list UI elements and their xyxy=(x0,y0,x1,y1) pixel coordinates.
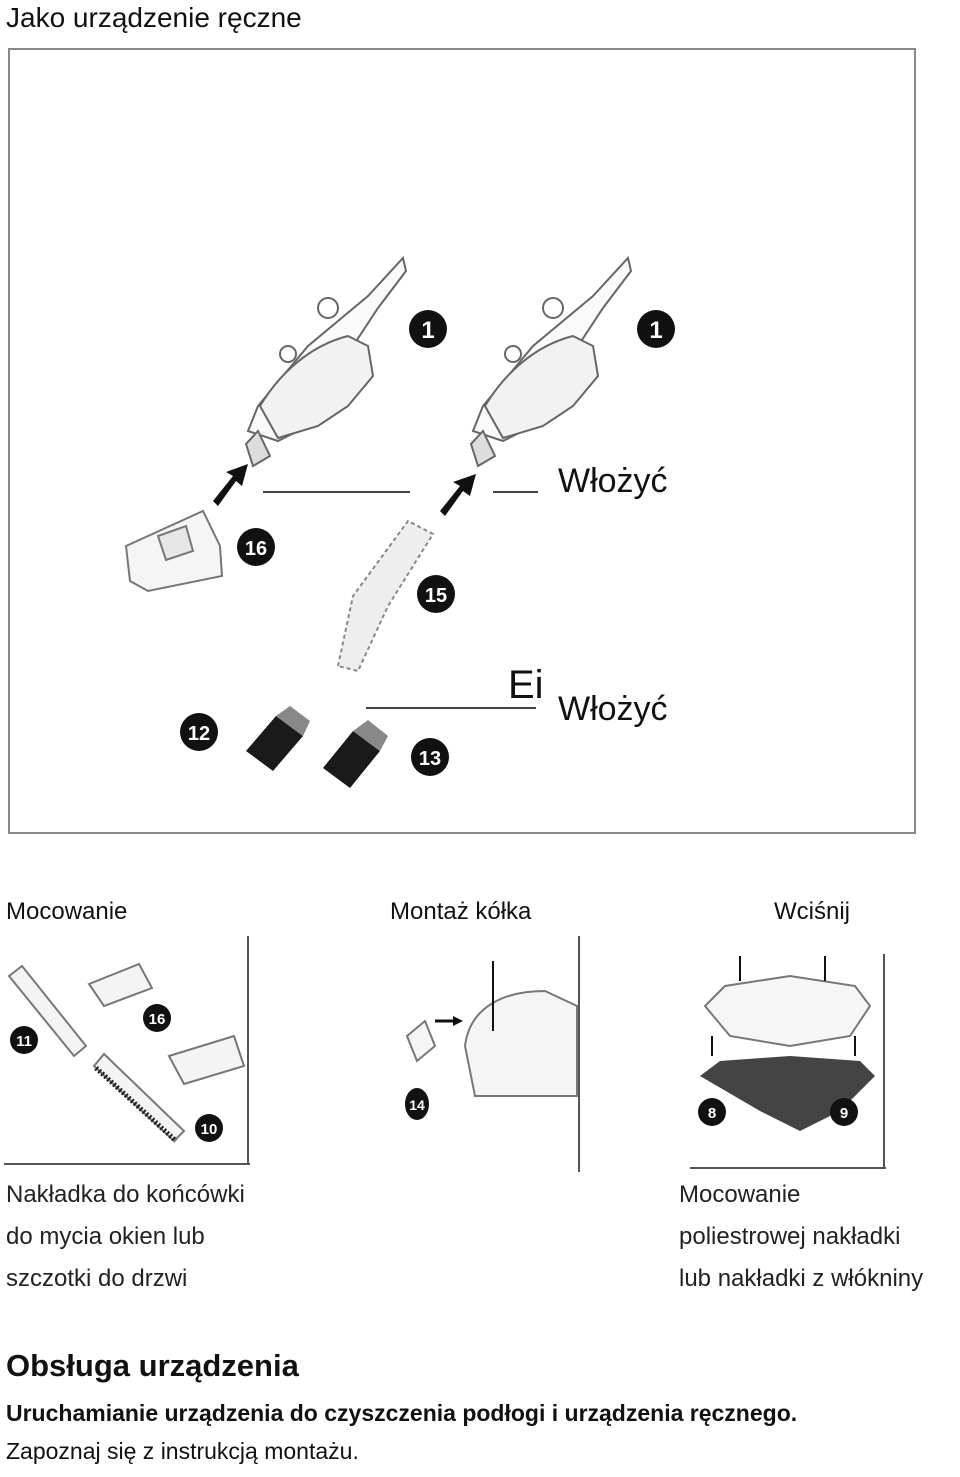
pad-holder-bottom xyxy=(167,1034,246,1086)
insert-arrow-right xyxy=(440,474,476,516)
figure-frame xyxy=(8,48,916,834)
badge-text: 15 xyxy=(425,585,447,607)
svg-text:16: 16 xyxy=(149,1011,166,1028)
number-badge-16: 16 xyxy=(237,528,275,566)
description-line: Mocowanie xyxy=(679,1181,801,1208)
fragment-text: Ei xyxy=(508,663,544,707)
description-right: Mocowanie poliestrowej nakładki lub nakł… xyxy=(679,1174,959,1300)
badge-text: 1 xyxy=(649,317,662,344)
badge-text: 1 xyxy=(421,317,434,344)
label-press: Wciśnij xyxy=(774,898,850,925)
insert-arrow-left xyxy=(213,464,248,506)
description-line: lub nakładki z włókniny xyxy=(679,1265,924,1292)
round-brush-13: 13 xyxy=(323,720,449,788)
floor-head xyxy=(463,989,578,1097)
badge-text: 16 xyxy=(245,538,267,560)
svg-text:8: 8 xyxy=(708,1105,716,1122)
main-illustration: 1 1 16 15 12 xyxy=(8,48,916,834)
number-badge-15: 15 xyxy=(417,575,455,613)
window-squeegee xyxy=(7,964,88,1058)
press-illustration: 8 9 xyxy=(690,954,886,1169)
svg-text:10: 10 xyxy=(201,1121,218,1138)
page-title: Jako urządzenie ręczne xyxy=(6,2,302,33)
section-subtitle: Uruchamianie urządzenia do czyszczenia p… xyxy=(6,1400,798,1426)
badge-text: 13 xyxy=(419,748,441,770)
handheld-device-left xyxy=(244,255,408,468)
number-badge-1-left: 1 xyxy=(409,310,447,348)
flexible-nozzle-attachment xyxy=(336,519,435,673)
window-pad-attachment xyxy=(124,509,224,593)
description-line: do mycia okien lub xyxy=(6,1223,205,1250)
description-line: Nakładka do końcówki xyxy=(6,1181,245,1208)
description-line: poliestrowej nakładki xyxy=(679,1223,901,1250)
door-brush xyxy=(92,1052,186,1143)
section-body: Zapoznaj się z instrukcją montażu. xyxy=(6,1438,359,1464)
round-brush-12: 12 xyxy=(180,706,310,771)
label-wheel-mount: Montaż kółka xyxy=(390,898,532,925)
badge-text: 12 xyxy=(188,723,210,745)
section-title: Obsługa urządzenia xyxy=(6,1348,299,1383)
caption-insert-top: Włożyć xyxy=(558,462,668,500)
number-badge-1-right: 1 xyxy=(637,310,675,348)
wheel-part xyxy=(405,1019,437,1063)
description-line: szczotki do drzwi xyxy=(6,1265,188,1292)
label-attach: Mocowanie xyxy=(6,898,128,925)
description-left: Nakładka do końcówki do mycia okien lub … xyxy=(6,1174,306,1300)
caption-insert-bottom: Włożyć xyxy=(558,690,668,728)
pad-holder-top xyxy=(87,962,154,1008)
wheel-mount-illustration: 14 xyxy=(405,936,580,1172)
svg-text:14: 14 xyxy=(409,1097,425,1113)
svg-text:11: 11 xyxy=(16,1033,32,1050)
steam-head xyxy=(703,974,872,1048)
attach-illustration: 11 16 10 xyxy=(4,936,250,1165)
svg-text:9: 9 xyxy=(840,1105,848,1122)
handheld-device-right xyxy=(469,255,633,468)
